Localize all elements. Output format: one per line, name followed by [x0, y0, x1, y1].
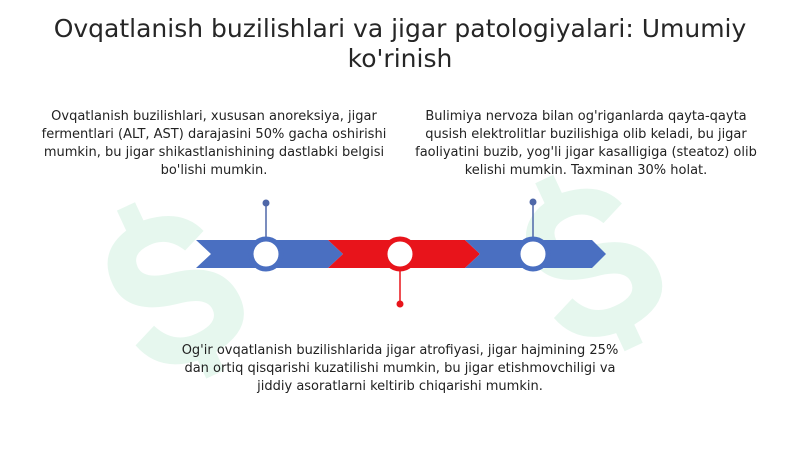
milestone-1-marker — [248, 236, 284, 272]
milestone-1-text: Ovqatlanish buzilishlari, xususan anorek… — [41, 109, 387, 178]
milestone-3-marker — [515, 236, 551, 272]
milestone-2-marker — [382, 236, 418, 272]
milestone-3-text: Bulimiya nervoza bilan og'riganlarda qay… — [415, 109, 757, 178]
milestone-3-connector-dot — [529, 198, 537, 206]
milestone-1-connector-dot — [262, 199, 270, 207]
page-title: Ovqatlanish buzilishlari va jigar patolo… — [53, 14, 747, 73]
milestone-2-connector-dot — [396, 300, 404, 308]
milestone-2-text: Og'ir ovqatlanish buzilishlarida jigar a… — [181, 343, 619, 394]
